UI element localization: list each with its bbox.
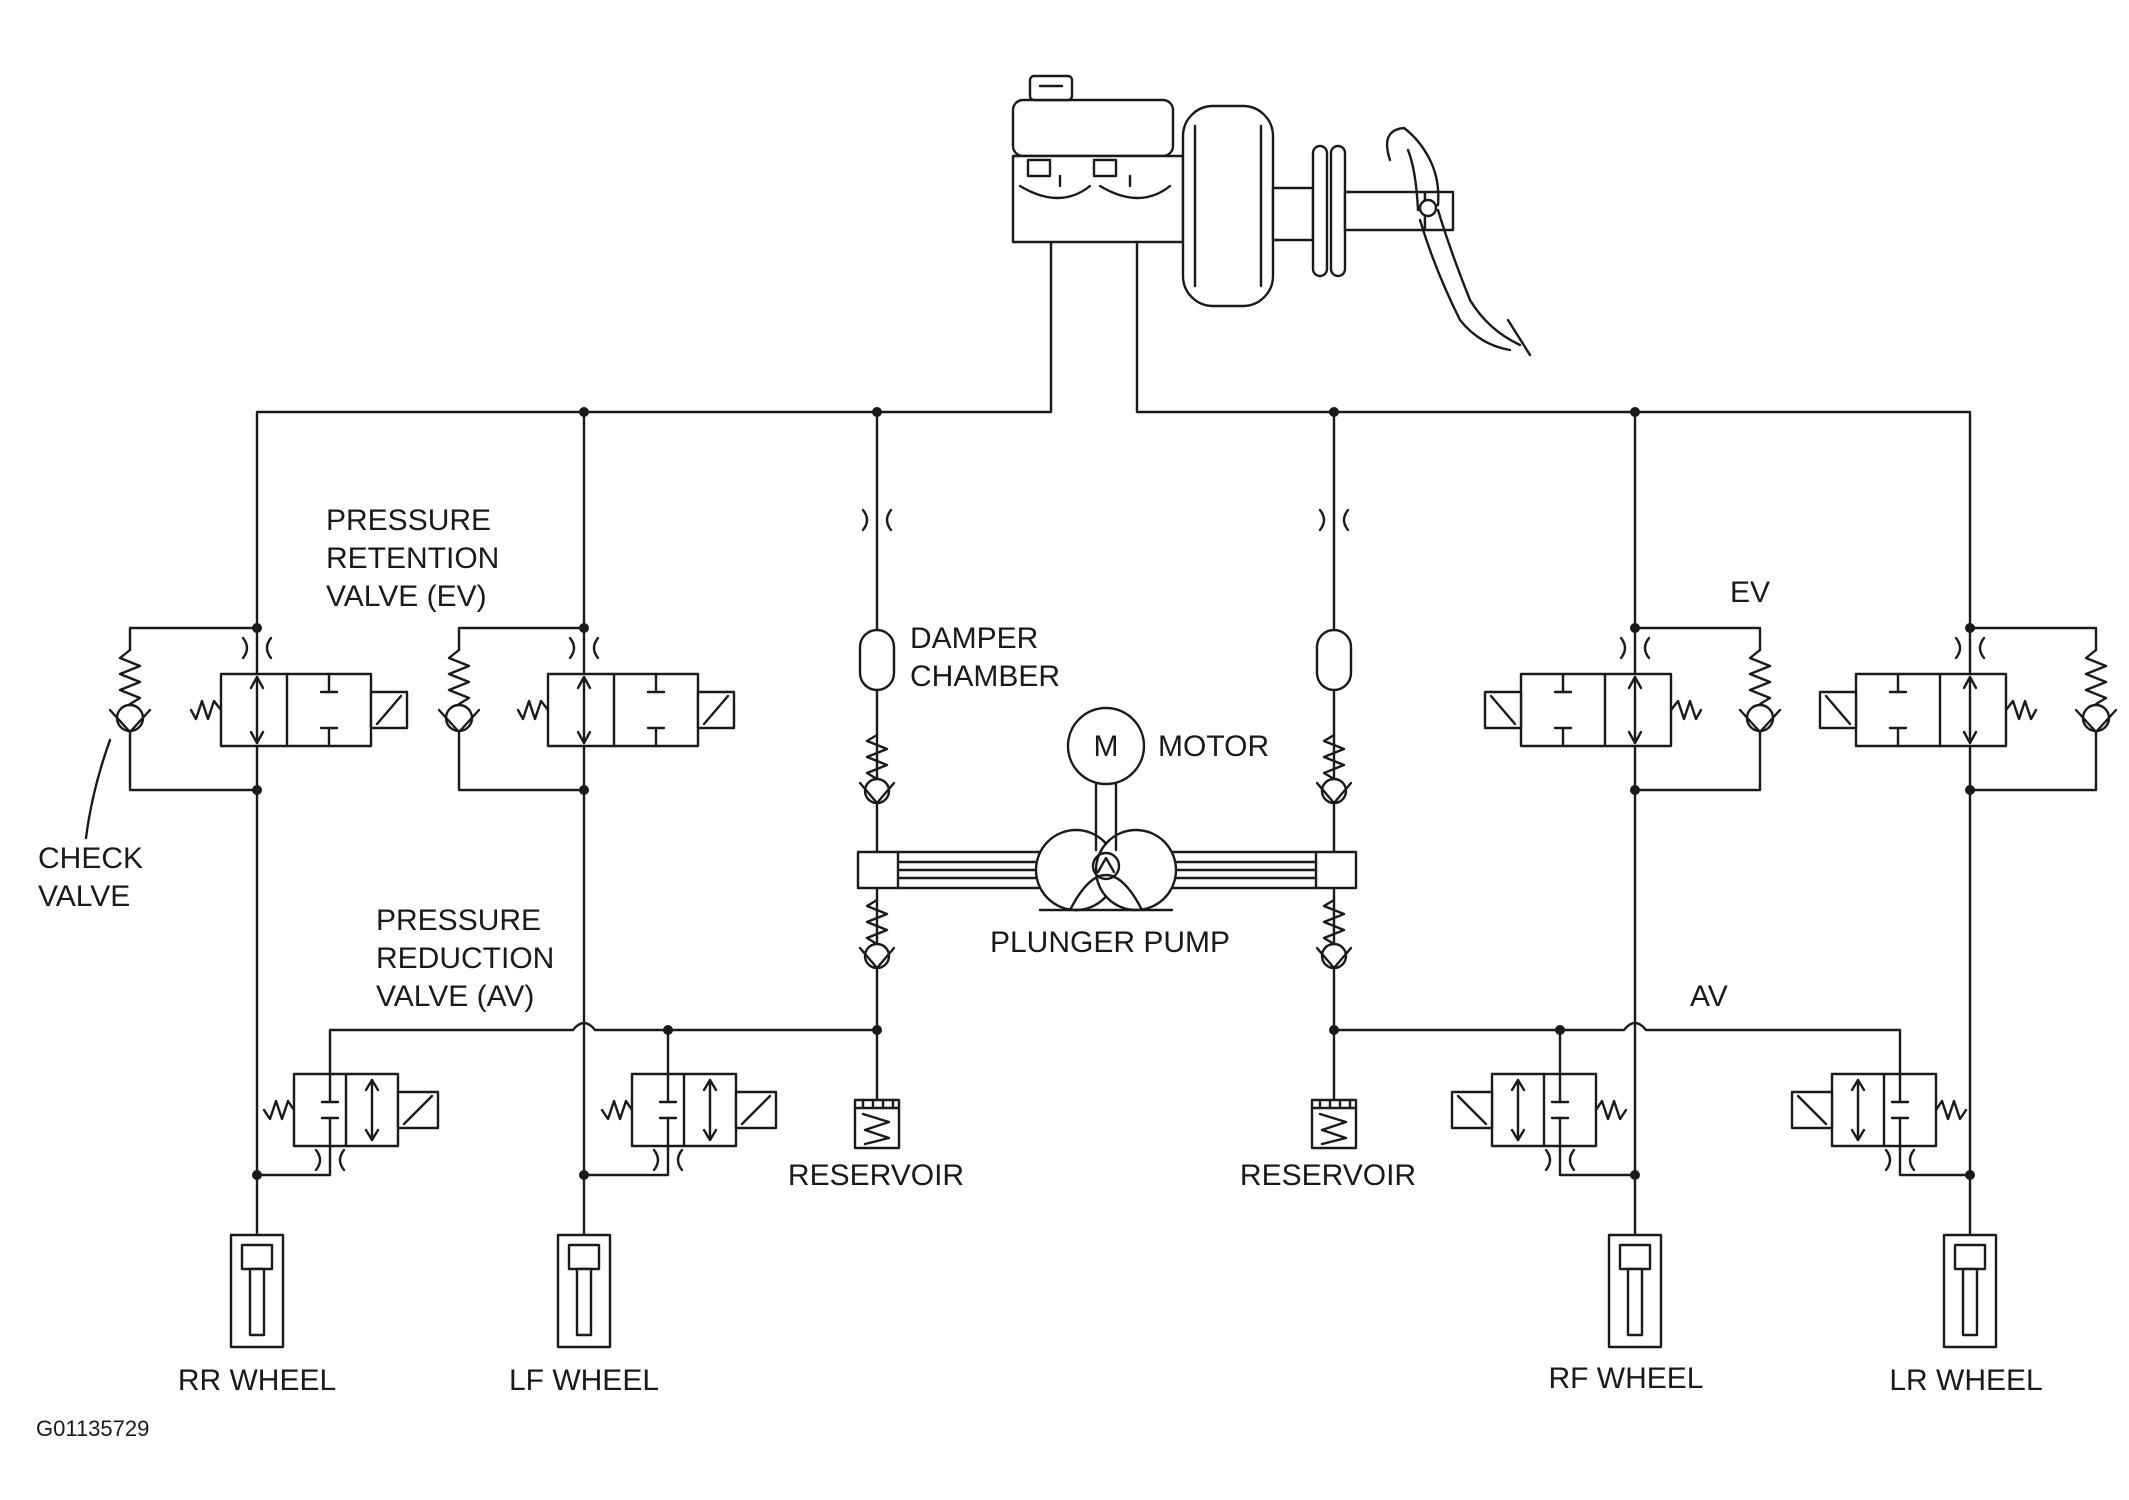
label-rr-wheel: RR WHEEL [178,1364,336,1397]
label-line: REDUCTION [376,942,554,975]
label-line: VALVE [38,880,130,913]
motor [1066,706,1146,852]
label-motor: MOTOR [1158,730,1269,763]
wheel-cylinder-lr [1942,1173,1998,1349]
av-valve-rf [1450,1072,1640,1180]
label-check-valve: CHECK VALVE [38,842,143,913]
reservoir-left [853,1025,901,1150]
label-lf-wheel: LF WHEEL [509,1364,659,1397]
label-lr-wheel: LR WHEEL [1889,1364,2042,1397]
label-damper-chamber: DAMPER CHAMBER [910,622,1060,693]
label-pressure-reduction-valve: PRESSURE REDUCTION VALVE (AV) [376,904,554,1013]
label-line: VALVE (EV) [326,580,487,613]
label-line: RETENTION [326,542,499,575]
label-reservoir-left: RESERVOIR [788,1159,964,1192]
label-ev: EV [1730,576,1770,609]
label-rf-wheel: RF WHEEL [1548,1362,1703,1395]
label-av: AV [1690,980,1728,1013]
label-pressure-retention-valve: PRESSURE RETENTION VALVE (EV) [326,504,499,613]
plunger-pump [856,828,1358,912]
ev-valve-lr [1818,623,2118,795]
motor-symbol: M [1094,730,1119,763]
label-line: PRESSURE [376,904,541,937]
master-cylinder [1011,74,1185,244]
reservoir-right [1310,1025,1358,1150]
label-line: VALVE (AV) [376,980,534,1013]
ev-valve-rr [108,623,409,795]
av-valve-lr [1790,1072,1975,1180]
ev-valve-rf [1483,623,1782,795]
wheel-cylinder-rr [229,1173,285,1349]
wheel-cylinder-lf [556,1173,612,1349]
brake-pedal [1385,126,1532,357]
label-reservoir-right: RESERVOIR [1240,1159,1416,1192]
label-line: PRESSURE [326,504,491,537]
return-line-left [328,1021,879,1087]
check-valve-pointer [84,738,112,840]
label-line: CHECK [38,842,143,875]
label-line: DAMPER [910,622,1038,655]
av-valve-rr [252,1072,440,1180]
return-line-right [1332,1021,1902,1087]
label-line: CHAMBER [910,660,1060,693]
brake-booster [1181,104,1455,308]
label-plunger-pump: PLUNGER PUMP [990,926,1230,959]
figure-code: G01135729 [36,1416,149,1441]
wheel-cylinder-rf [1607,1173,1663,1349]
av-valve-lf [579,1072,778,1180]
ev-valve-lf [437,623,736,795]
